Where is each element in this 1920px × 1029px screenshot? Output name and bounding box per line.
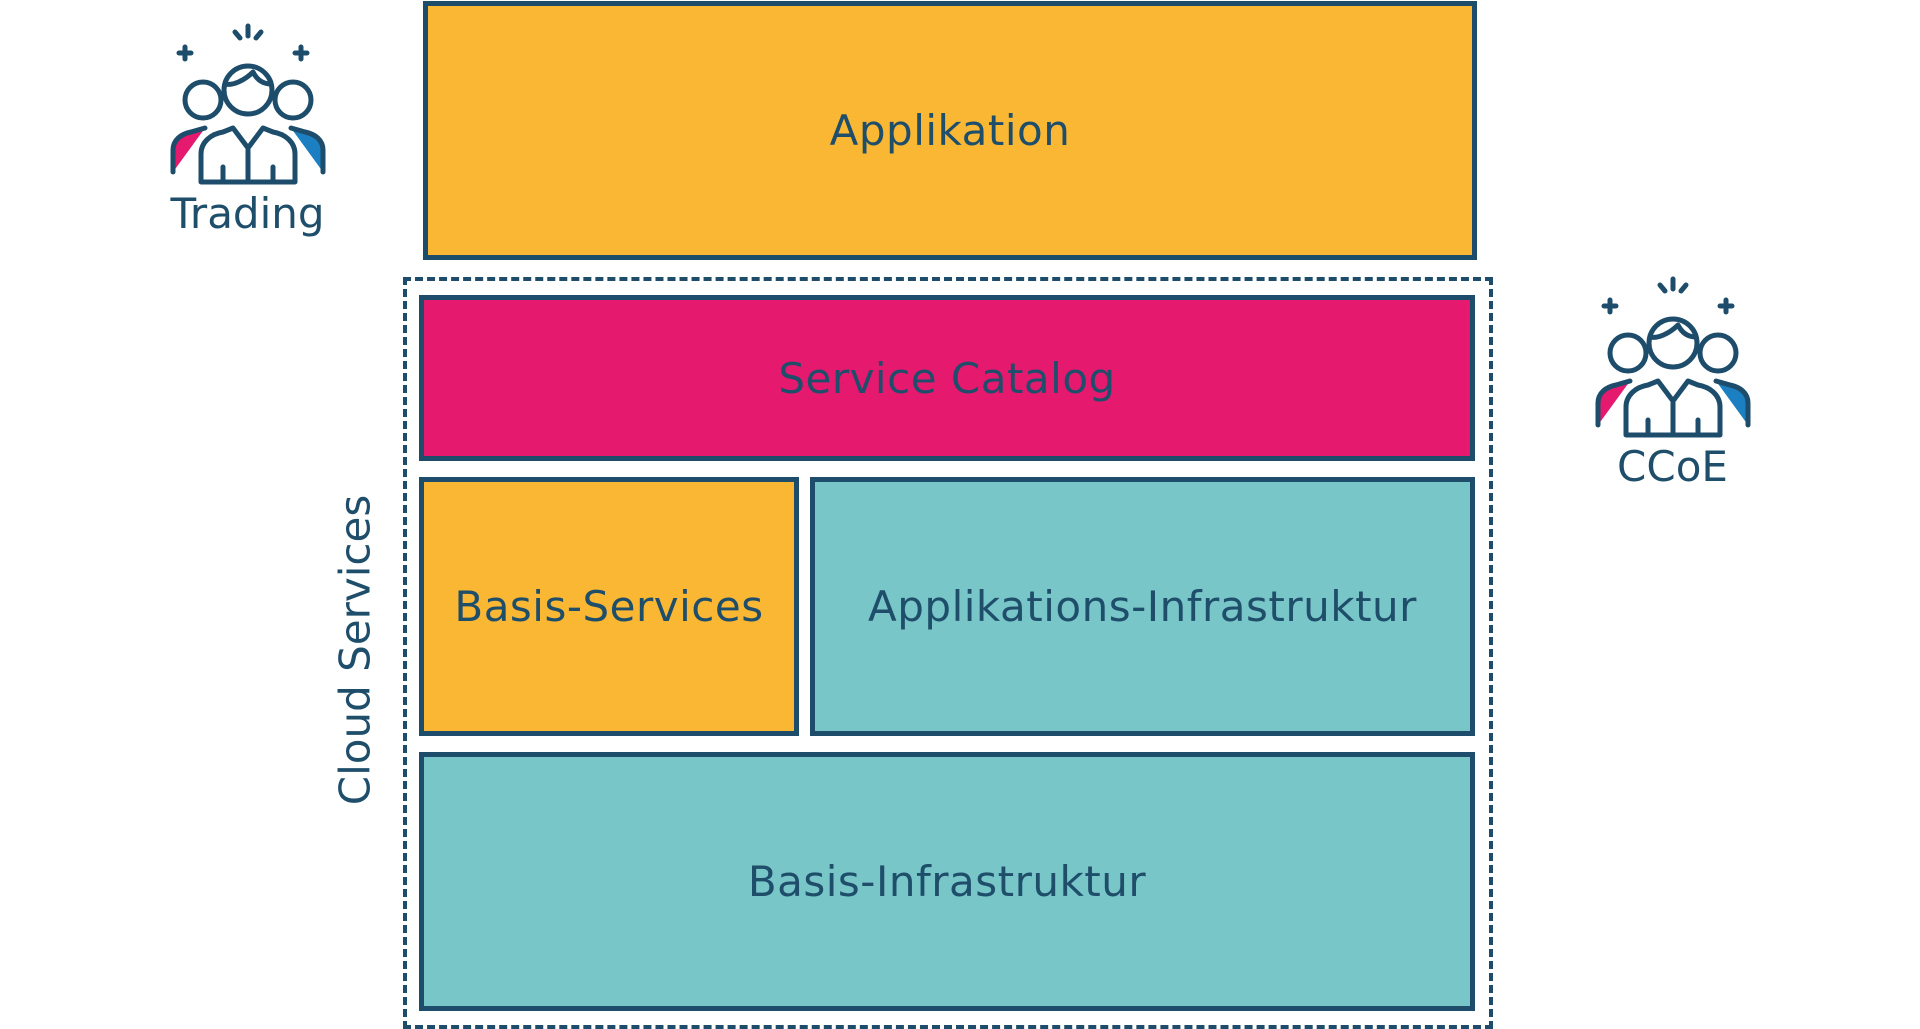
applikation-box: Applikation bbox=[423, 1, 1477, 260]
service-catalog-label: Service Catalog bbox=[778, 353, 1116, 403]
applikations-infrastruktur-label: Applikations-Infrastruktur bbox=[868, 582, 1417, 631]
trading-label: Trading bbox=[170, 189, 325, 238]
service-catalog-box: Service Catalog bbox=[419, 295, 1475, 461]
trading-persona: Trading bbox=[155, 22, 340, 238]
cloud-services-label: Cloud Services bbox=[330, 494, 380, 806]
basis-infrastruktur-label: Basis-Infrastruktur bbox=[747, 857, 1147, 906]
ccoe-persona: CCoE bbox=[1580, 275, 1765, 491]
applikation-label: Applikation bbox=[829, 106, 1071, 155]
team-people-icon bbox=[1595, 276, 1750, 438]
applikations-infrastruktur-box: Applikations-Infrastruktur bbox=[810, 477, 1475, 736]
team-people-icon bbox=[170, 23, 325, 185]
basis-infrastruktur-box: Basis-Infrastruktur bbox=[419, 752, 1475, 1011]
basis-services-box: Basis-Services bbox=[419, 477, 799, 736]
ccoe-label: CCoE bbox=[1617, 442, 1728, 491]
basis-services-label: Basis-Services bbox=[454, 582, 764, 631]
